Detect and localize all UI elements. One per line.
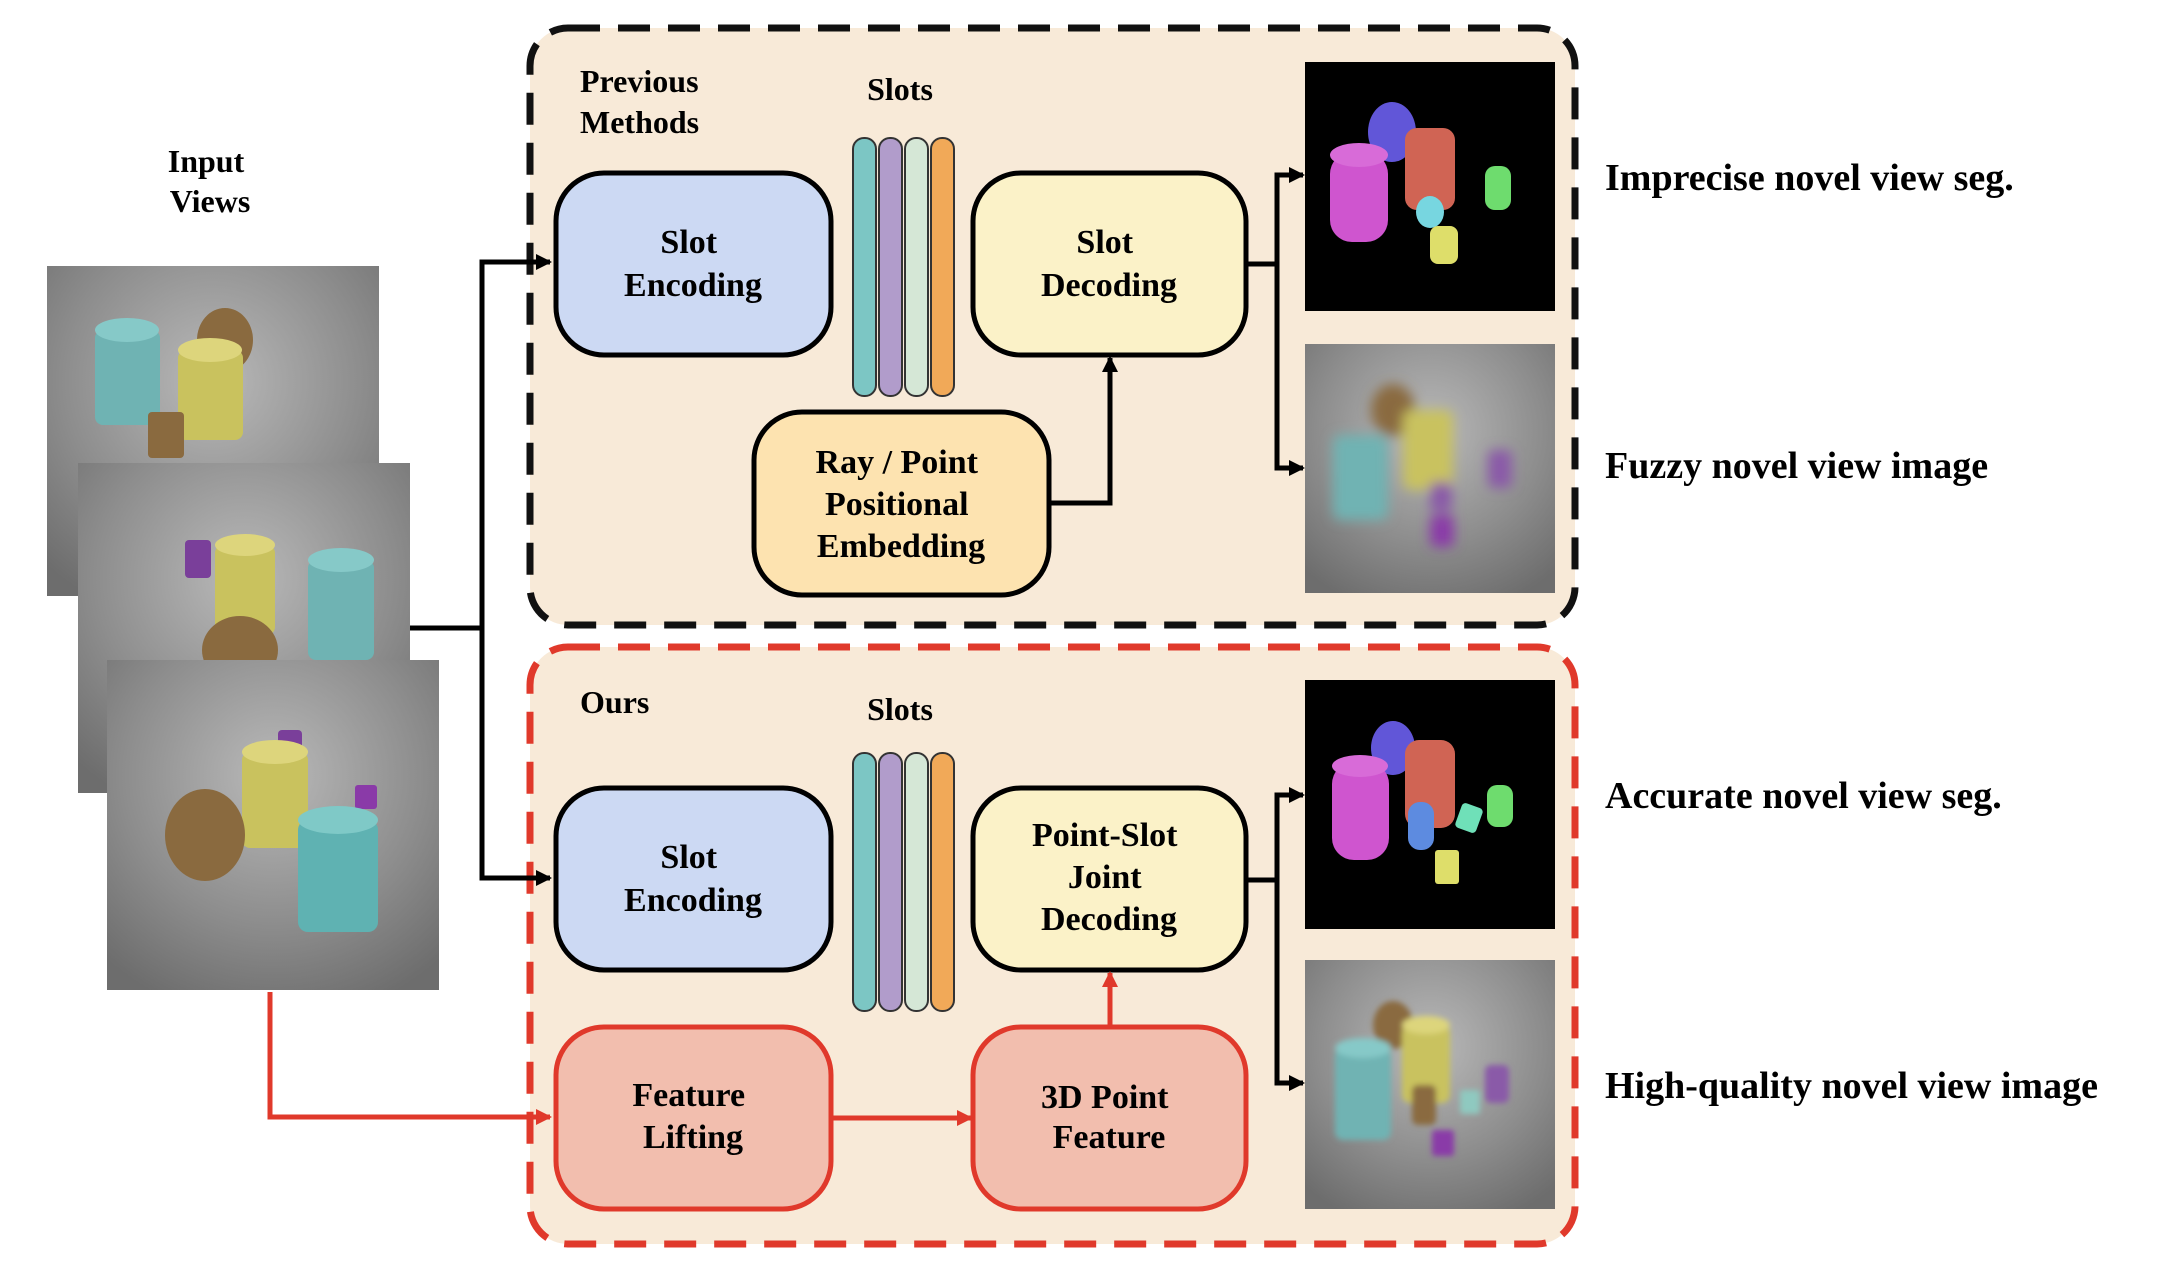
previous-output-connector <box>1246 167 1305 476</box>
input-to-feature-lifting-arrow <box>267 992 552 1125</box>
fuzzy-novel-view-image <box>1305 344 1555 593</box>
ours-slot-encoding-label: Slot Encoding <box>624 839 762 919</box>
ours-slot-encoding-box <box>553 785 834 973</box>
previous-slot-encoding-box <box>553 170 834 358</box>
previous-slots-label: Slots <box>867 71 933 107</box>
input-to-panels-connector <box>410 254 552 886</box>
fuzzy-image-caption: Fuzzy novel view image <box>1605 445 1988 487</box>
imprecise-seg-caption: Imprecise novel view seg. <box>1605 157 2014 199</box>
previous-slots-stack <box>852 137 955 397</box>
input-view-3 <box>107 660 439 990</box>
3d-point-feature-label: 3D Point Feature <box>1041 1079 1177 1156</box>
slot-bar-1 <box>852 137 877 397</box>
previous-slot-decoding-box <box>970 170 1249 358</box>
input-views-title: Input Views <box>168 143 253 219</box>
slot-bar-2 <box>878 137 903 397</box>
feature-lifting-label: Feature Lifting <box>632 1077 753 1156</box>
ours-title: Ours <box>580 684 649 720</box>
ours-slots-label: Slots <box>867 691 933 727</box>
embedding-to-decoding-arrow <box>1049 356 1118 506</box>
slot-bar-3 <box>904 752 929 1012</box>
accurate-segmentation-image <box>1305 680 1555 929</box>
point-slot-joint-decoding-label: Point-Slot Joint Decoding <box>1032 817 1186 938</box>
slot-bar-1 <box>852 752 877 1012</box>
feature-lifting-box <box>553 1024 834 1212</box>
accurate-seg-caption: Accurate novel view seg. <box>1605 775 2002 817</box>
slot-bar-4 <box>930 137 955 397</box>
previous-slot-decoding-label: Slot Decoding <box>1041 224 1177 304</box>
previous-methods-title: Previous Methods <box>580 63 707 140</box>
high-quality-novel-view-image <box>1305 960 1555 1209</box>
slot-bar-4 <box>930 752 955 1012</box>
previous-slot-encoding-label: Slot Encoding <box>624 224 762 304</box>
imprecise-segmentation-image <box>1305 62 1555 311</box>
ours-slots-stack <box>852 752 955 1012</box>
high-quality-image-caption: High-quality novel view image <box>1605 1065 2098 1107</box>
ours-output-connector <box>1246 787 1305 1091</box>
slot-bar-3 <box>904 137 929 397</box>
slot-bar-2 <box>878 752 903 1012</box>
3d-point-feature-box <box>970 1024 1249 1212</box>
ray-point-embedding-label: Ray / Point Positional Embedding <box>816 444 987 565</box>
